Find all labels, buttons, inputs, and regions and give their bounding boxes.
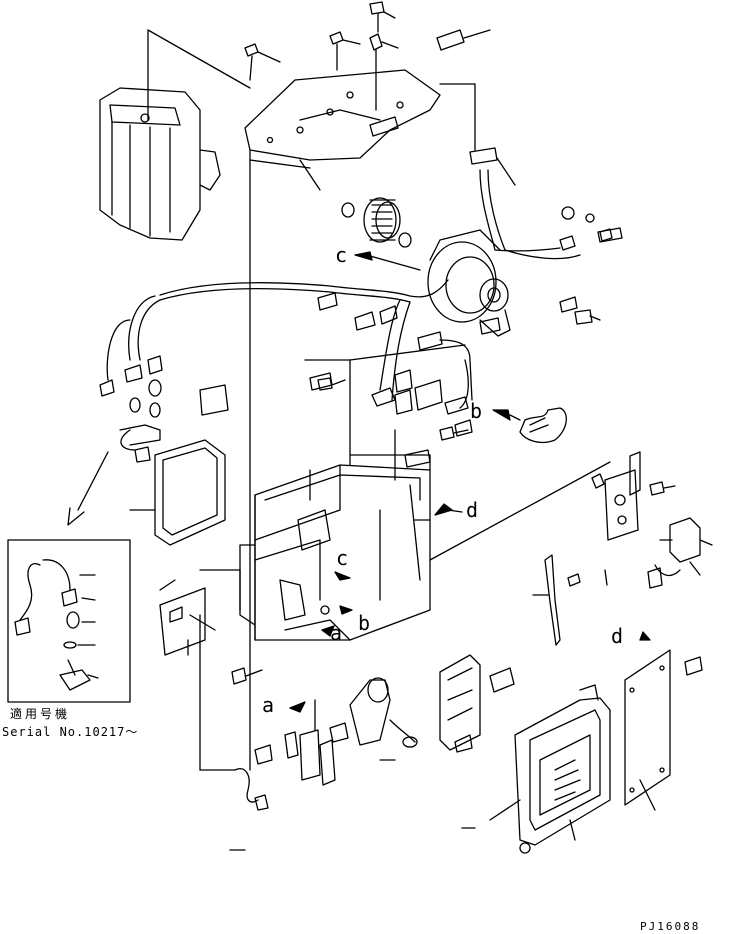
water-valve — [647, 517, 713, 589]
label-plate — [199, 384, 229, 416]
temp-sensor-wire — [234, 768, 269, 811]
top-mounting-plate — [244, 69, 441, 169]
leader-line — [429, 461, 611, 561]
callout-letter-a-box: a — [330, 621, 342, 645]
leader-line — [496, 157, 516, 186]
callout-leaders — [129, 159, 656, 851]
callout-arrows — [289, 251, 651, 713]
top-bolts — [244, 1, 491, 111]
control-unit — [439, 654, 515, 753]
callout-letter-d-mid: d — [466, 498, 478, 522]
heater-box — [239, 359, 431, 641]
callout-letter-c-top: c — [335, 243, 347, 267]
callout-letter-c-box: c — [336, 546, 348, 570]
inset-applicable-label: 適用号機 — [10, 706, 70, 721]
leader-line — [349, 344, 466, 361]
bracket-rod — [544, 554, 581, 646]
cover-plate — [624, 649, 703, 806]
harness-connector — [469, 147, 498, 165]
actuator-plate — [591, 451, 641, 541]
inset-serial-label: Serial No.10217～ — [2, 725, 138, 739]
callout-letter-b-box: b — [358, 611, 370, 635]
air-filter — [154, 439, 226, 546]
blower-motor — [427, 229, 511, 337]
side-connectors — [479, 206, 623, 335]
evaporator-unit — [514, 684, 611, 854]
lower-bolts — [231, 228, 676, 685]
duct-elbow — [519, 407, 567, 444]
blower-fan — [341, 197, 412, 248]
filter-plate — [159, 587, 216, 656]
heater-core — [99, 87, 221, 241]
inset-box — [7, 539, 131, 703]
damper-actuator — [254, 677, 418, 786]
sensor-group — [99, 355, 163, 463]
callout-letter-d-cover: d — [611, 624, 623, 648]
resistor-parts — [309, 292, 473, 468]
leader-line — [147, 29, 251, 89]
inset-arrow — [67, 451, 109, 526]
wire-harness — [106, 169, 581, 409]
drawing-code: PJ16088 — [640, 920, 700, 933]
callout-letter-b-mid: b — [470, 399, 482, 423]
callout-letter-a-bottom: a — [262, 693, 274, 717]
